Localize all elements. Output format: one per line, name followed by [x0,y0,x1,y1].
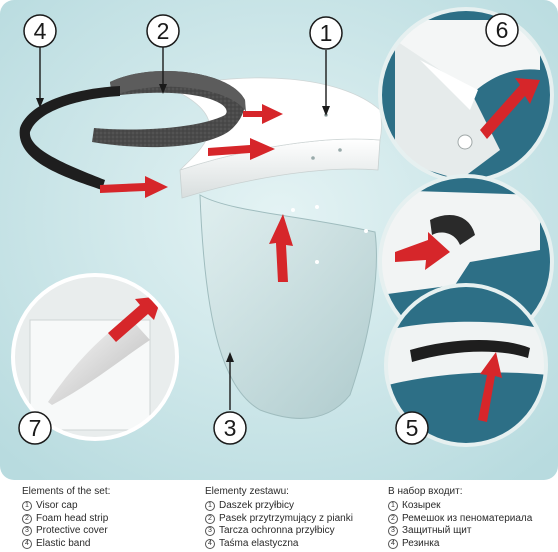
callout-4: 4 [23,14,57,48]
legend-number-badge: 2 [388,513,398,524]
legend-item-text: Daszek przyłbicy [219,499,295,511]
legend-item-text: Pasek przytrzymujący z pianki [219,512,353,524]
callout-6: 6 [485,13,519,47]
legend-item-text: Ремешок из пеноматериала [402,512,533,524]
legend-title: В набор входит: [388,486,463,497]
legend-english: Elements of the set: 1 Visor cap 2 Foam he… [22,486,110,551]
legend-item-text: Visor cap [36,499,78,511]
legend-title: Elementy zestawu: [205,486,289,497]
legend-item-text: Tarcza ochronna przyłbicy [219,525,335,537]
legend-item-text: Taśma elastyczna [219,538,299,550]
callout-label: 4 [34,18,47,44]
legend-polish: Elementy zestawu: 1 Daszek przyłbicy 2 Pas… [205,486,353,551]
legend: Elements of the set: 1 Visor cap 2 Foam he… [0,480,558,552]
legend-number-badge: 4 [22,539,32,550]
shield-hole [315,205,319,209]
callout-label: 3 [224,415,237,441]
arrow-foam-upper [243,104,283,124]
legend-item: 4 Taśma elastyczna [205,538,353,551]
legend-number-badge: 1 [22,500,32,511]
detail-circle-5-band [384,283,548,447]
arrow-foam-lower [208,138,275,160]
shield-hole [315,260,319,264]
legend-number-badge: 3 [22,526,32,537]
leader-lines [39,45,327,410]
legend-number-badge: 1 [388,500,398,511]
legend-item-text: Protective cover [36,525,108,537]
legend-item: 4 Резинка [388,538,532,551]
elastic-band [19,86,120,190]
cap-hole [311,156,315,160]
legend-item-text: Foam head strip [36,512,109,524]
legend-number-badge: 2 [22,513,32,524]
arrow-detail-6 [480,78,540,139]
legend-item: 2 Foam head strip [22,513,110,526]
arrow-detail-7 [108,296,162,342]
callout-label: 6 [496,17,509,43]
foam-head-strip [92,70,246,148]
legend-item-text: Резинка [402,538,440,550]
legend-item: 2 Ремешок из пеноматериала [388,513,532,526]
legend-russian: В набор входит: 1 Козырек 2 Ремешок из пен… [388,486,532,551]
legend-item: 1 Visor cap [22,500,110,513]
callout-label: 1 [320,20,333,46]
shield-hole [364,229,368,233]
callout-1: 1 [309,16,343,50]
legend-number-badge: 2 [205,513,215,524]
face-shield-exploded-diagram: 1 2 3 4 5 6 7 [0,0,558,480]
legend-item-text: Козырек [402,499,441,511]
callout-label: 7 [29,415,42,441]
legend-item: 3 Protective cover [22,525,110,538]
legend-title: Elements of the set: [22,486,111,497]
detail-circle-6 [378,7,554,183]
callout-5: 5 [395,411,429,445]
legend-number-badge: 3 [205,526,215,537]
detail-circle-7 [11,273,179,441]
legend-number-badge: 1 [205,500,215,511]
shield-hole [291,208,295,212]
callout-2: 2 [146,14,180,48]
leader-arrowheads [36,84,330,362]
arrow-shield-up [269,214,293,282]
protective-shield [199,194,377,419]
legend-item: 4 Elastic band [22,538,110,551]
legend-number-badge: 4 [205,539,215,550]
legend-item: 3 Tarcza ochronna przyłbicy [205,525,353,538]
legend-item-text: Elastic band [36,538,91,550]
assembly-arrows [100,104,293,282]
legend-item: 3 Защитный щит [388,525,532,538]
arrow-detail-5-upper [395,232,450,270]
arrow-detail-5-lower [478,352,502,422]
legend-item: 2 Pasek przytrzymujący z pianki [205,513,353,526]
callout-3: 3 [213,411,247,445]
callout-7: 7 [18,411,52,445]
legend-number-badge: 3 [388,526,398,537]
callout-label: 5 [406,415,419,441]
legend-item: 1 Козырек [388,500,532,513]
legend-item: 1 Daszek przyłbicy [205,500,353,513]
legend-item-text: Защитный щит [402,525,472,537]
arrow-band [100,176,168,198]
legend-number-badge: 4 [388,539,398,550]
callout-label: 2 [157,18,170,44]
cap-hole [338,148,342,152]
